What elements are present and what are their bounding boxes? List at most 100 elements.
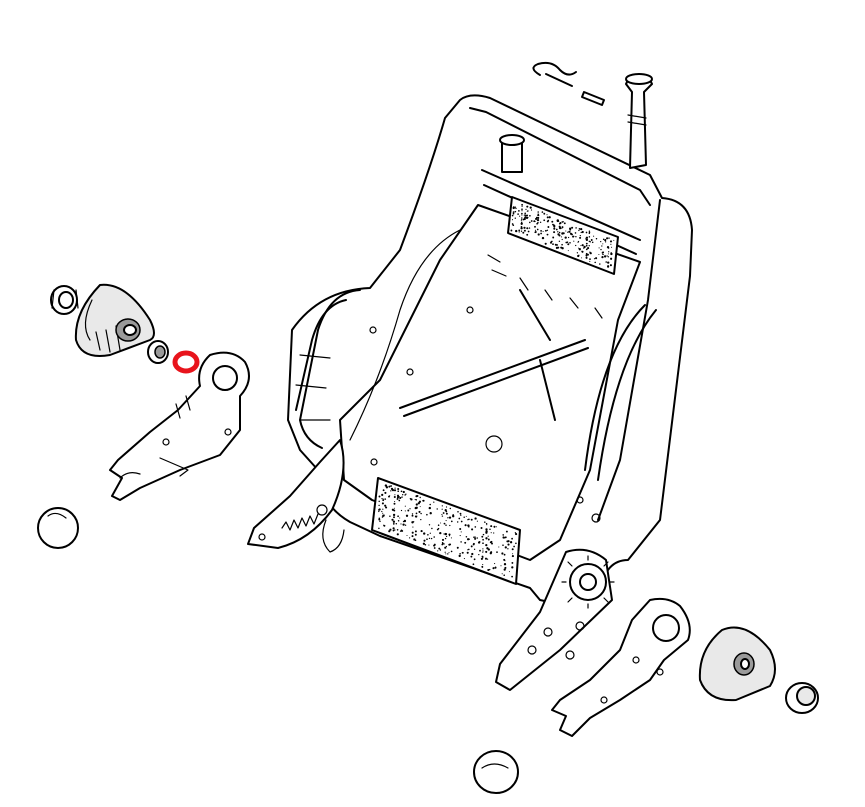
pad-speck: [580, 231, 582, 234]
pad-speck: [609, 264, 612, 267]
pad-speck: [444, 546, 447, 549]
pad-speck: [595, 257, 598, 260]
pad-speck: [473, 536, 475, 539]
pad-speck: [585, 242, 588, 245]
right-hinge-bracket[interactable]: [551, 597, 691, 737]
pad-speck: [575, 244, 577, 247]
pad-speck: [485, 537, 488, 540]
pad-speck: [485, 531, 488, 534]
pad-speck: [416, 515, 418, 517]
right-trim-cover[interactable]: [698, 626, 776, 702]
pad-speck: [444, 509, 447, 512]
pad-speck: [529, 221, 531, 224]
pad-speck: [573, 235, 575, 237]
pad-speck: [460, 520, 463, 523]
left-washer[interactable]: [147, 340, 169, 364]
left-round-cap[interactable]: [37, 507, 79, 549]
pad-speck: [551, 240, 553, 243]
pad-speck: [555, 228, 558, 231]
pad-speck: [587, 253, 589, 256]
pad-speck: [552, 236, 555, 239]
pad-speck: [553, 225, 556, 228]
pad-speck: [530, 209, 533, 211]
pad-speck: [526, 205, 529, 208]
pad-speck: [503, 563, 507, 566]
pad-speck: [465, 535, 468, 538]
pad-speck: [585, 256, 588, 259]
pad-speck: [473, 548, 476, 550]
pad-speck: [569, 242, 571, 244]
pad-speck: [400, 529, 403, 532]
pad-speck: [489, 552, 492, 555]
pad-speck: [392, 527, 395, 530]
headrest-guide[interactable]: [625, 73, 653, 169]
pad-speck: [536, 216, 540, 220]
pad-speck: [404, 494, 406, 496]
pad-speck: [489, 568, 491, 571]
pad-speck: [565, 241, 568, 244]
pad-speck: [601, 255, 604, 259]
pad-speck: [523, 229, 526, 232]
pad-speck: [585, 231, 588, 234]
pad-speck: [404, 524, 407, 526]
pad-speck: [458, 554, 461, 558]
pad-speck: [382, 499, 385, 502]
pad-speck: [474, 536, 476, 538]
right-round-cap[interactable]: [785, 682, 819, 714]
pad-speck: [588, 232, 591, 235]
pad-speck: [485, 550, 488, 553]
pad-speck: [585, 248, 588, 251]
pad-speck: [458, 517, 461, 520]
pad-speck: [509, 541, 513, 544]
pad-speck: [546, 229, 549, 231]
pad-speck: [383, 524, 386, 527]
pad-speck: [482, 550, 484, 552]
pad-speck: [381, 493, 384, 496]
pad-speck: [384, 498, 387, 500]
pad-speck: [583, 245, 586, 249]
pad-speck: [399, 496, 402, 500]
pad-speck: [514, 217, 516, 219]
pad-speck: [441, 508, 443, 510]
tension-spring[interactable]: [281, 504, 328, 531]
pin[interactable]: [581, 91, 605, 106]
pad-speck: [467, 548, 470, 551]
pad-speck: [529, 206, 532, 209]
pad-speck: [393, 502, 396, 505]
left-trim-cover[interactable]: [74, 283, 155, 357]
pad-speck: [607, 261, 610, 264]
pad-speck: [480, 557, 483, 560]
pad-speck: [378, 495, 381, 498]
pad-speck: [504, 536, 507, 539]
pad-speck: [565, 230, 567, 232]
pad-speck: [575, 227, 577, 229]
pad-speck: [437, 524, 440, 526]
pad-speck: [468, 518, 470, 521]
pad-speck: [547, 219, 550, 222]
pad-speck: [379, 520, 381, 523]
pad-speck: [448, 516, 452, 519]
pad-speck: [610, 243, 612, 245]
pad-speck: [381, 510, 383, 513]
pad-speck: [420, 518, 422, 521]
pad-speck: [610, 252, 613, 256]
pad-speck: [449, 507, 452, 510]
left-cap-nut[interactable]: [50, 285, 79, 315]
pad-speck: [476, 537, 478, 539]
pad-speck: [484, 521, 486, 523]
pad-speck: [482, 551, 484, 553]
bottom-round-cap[interactable]: [473, 750, 519, 794]
pad-speck: [397, 497, 399, 499]
pad-speck: [515, 207, 517, 210]
pad-speck: [552, 243, 554, 246]
pad-speck: [511, 537, 513, 540]
pad-speck: [457, 511, 459, 513]
seat-back-frame[interactable]: [247, 94, 693, 691]
pad-speck: [450, 537, 452, 539]
pad-speck: [417, 502, 420, 505]
spring-clip[interactable]: [532, 61, 577, 87]
left-sealing-ring[interactable]: [172, 350, 200, 374]
left-hinge-bracket[interactable]: [109, 351, 250, 501]
pad-speck: [567, 236, 570, 239]
pad-speck: [439, 549, 442, 551]
